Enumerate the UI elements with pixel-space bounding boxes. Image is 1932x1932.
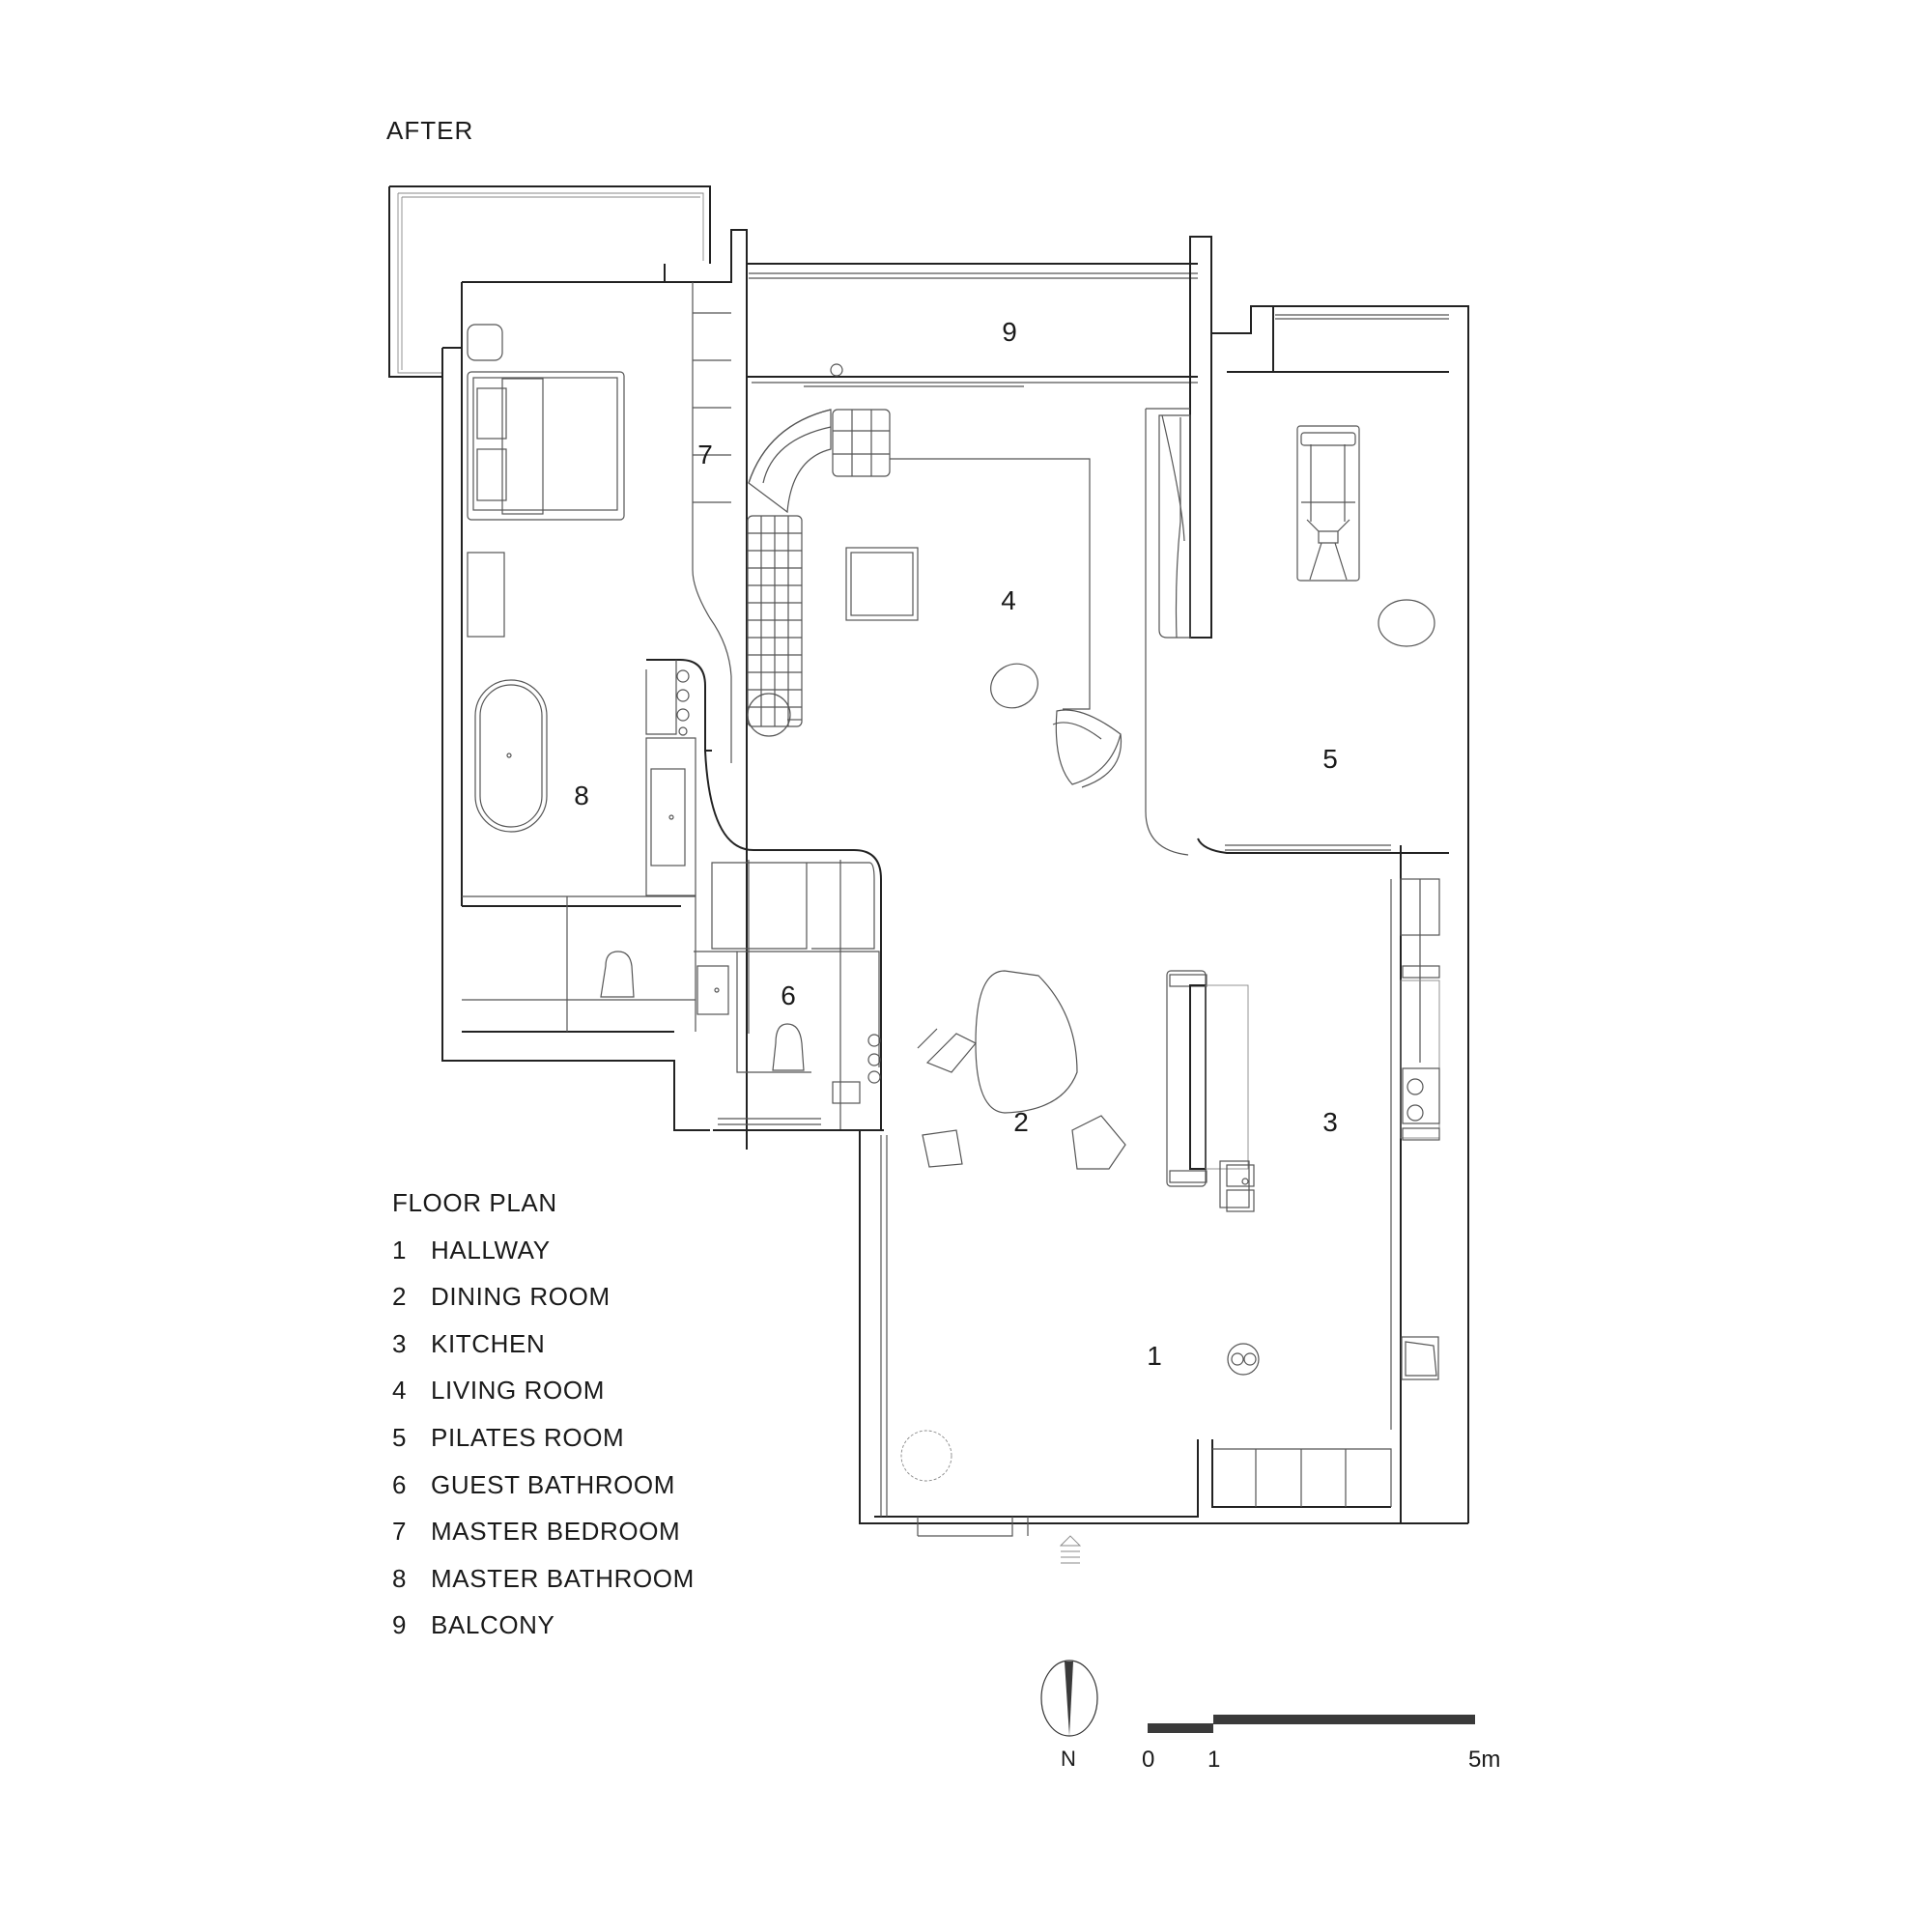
- room-label-1: 1: [1147, 1341, 1162, 1371]
- legend-number: 4: [392, 1376, 408, 1406]
- north-arrow-icon: [1040, 1660, 1098, 1737]
- room-legend: FLOOR PLAN 1 HALLWAY 2 DINING ROOM 3 KITCHE…: [392, 1190, 695, 1660]
- legend-row: 2 DINING ROOM: [392, 1284, 695, 1331]
- room-label-4: 4: [1001, 585, 1016, 615]
- legend-number: 9: [392, 1610, 408, 1640]
- legend-row: 1 HALLWAY: [392, 1237, 695, 1285]
- dining-furniture: [900, 970, 1260, 1482]
- legend-number: 1: [392, 1235, 408, 1264]
- drawing-title: AFTER: [386, 116, 474, 145]
- room-label-7: 7: [697, 440, 713, 469]
- scale-bar: [1148, 1715, 1475, 1733]
- legend-label: MASTER BEDROOM: [431, 1517, 681, 1547]
- scale-label-1: 1: [1208, 1747, 1221, 1773]
- legend-row: 4 LIVING ROOM: [392, 1378, 695, 1425]
- legend-label: MASTER BATHROOM: [431, 1563, 695, 1593]
- legend-title: FLOOR PLAN: [392, 1188, 557, 1217]
- master-bedroom-walls: [441, 229, 748, 1150]
- legend-label: KITCHEN: [431, 1328, 546, 1358]
- compass-label: N: [1061, 1747, 1076, 1771]
- legend-number: 6: [392, 1469, 408, 1499]
- scale-label-0: 0: [1142, 1747, 1155, 1773]
- bedroom-furniture: [467, 282, 732, 763]
- legend-row: 8 MASTER BATHROOM: [392, 1566, 695, 1613]
- master-bathroom: [462, 659, 882, 1130]
- legend-label: LIVING ROOM: [431, 1376, 605, 1406]
- kitchen-hallway-walls: [859, 879, 1468, 1537]
- pilates-room: [1197, 305, 1469, 1523]
- room-label-6: 6: [781, 980, 796, 1010]
- legend-row: 6 GUEST BATHROOM: [392, 1472, 695, 1520]
- legend-row: 9 BALCONY: [392, 1612, 695, 1660]
- bedroom-balcony: [388, 185, 711, 378]
- legend-number: 2: [392, 1282, 408, 1312]
- scale-label-5m: 5m: [1468, 1747, 1501, 1773]
- guest-bathroom: [694, 862, 881, 1131]
- kitchen-fixtures: [1166, 878, 1440, 1380]
- legend-number: 3: [392, 1328, 408, 1358]
- legend-number: 5: [392, 1422, 408, 1452]
- room-label-3: 3: [1322, 1107, 1338, 1137]
- legend-row: 7 MASTER BEDROOM: [392, 1519, 695, 1566]
- room-label-5: 5: [1322, 744, 1338, 774]
- legend-label: PILATES ROOM: [431, 1422, 625, 1452]
- legend-number: 8: [392, 1563, 408, 1593]
- entrance-arrow-icon: [1059, 1535, 1082, 1564]
- divider-wall: [1145, 408, 1191, 856]
- legend-label: HALLWAY: [431, 1235, 551, 1264]
- legend-label: DINING ROOM: [431, 1282, 611, 1312]
- legend-number: 7: [392, 1517, 408, 1547]
- legend-row: 5 PILATES ROOM: [392, 1425, 695, 1472]
- room-label-9: 9: [1002, 317, 1017, 347]
- legend-label: BALCONY: [431, 1610, 555, 1640]
- room-label-8: 8: [574, 781, 589, 810]
- living-balcony: [747, 236, 1212, 639]
- legend-label: GUEST BATHROOM: [431, 1469, 676, 1499]
- room-label-2: 2: [1013, 1107, 1029, 1137]
- living-room-furniture: [747, 409, 1122, 788]
- legend-row: 3 KITCHEN: [392, 1331, 695, 1378]
